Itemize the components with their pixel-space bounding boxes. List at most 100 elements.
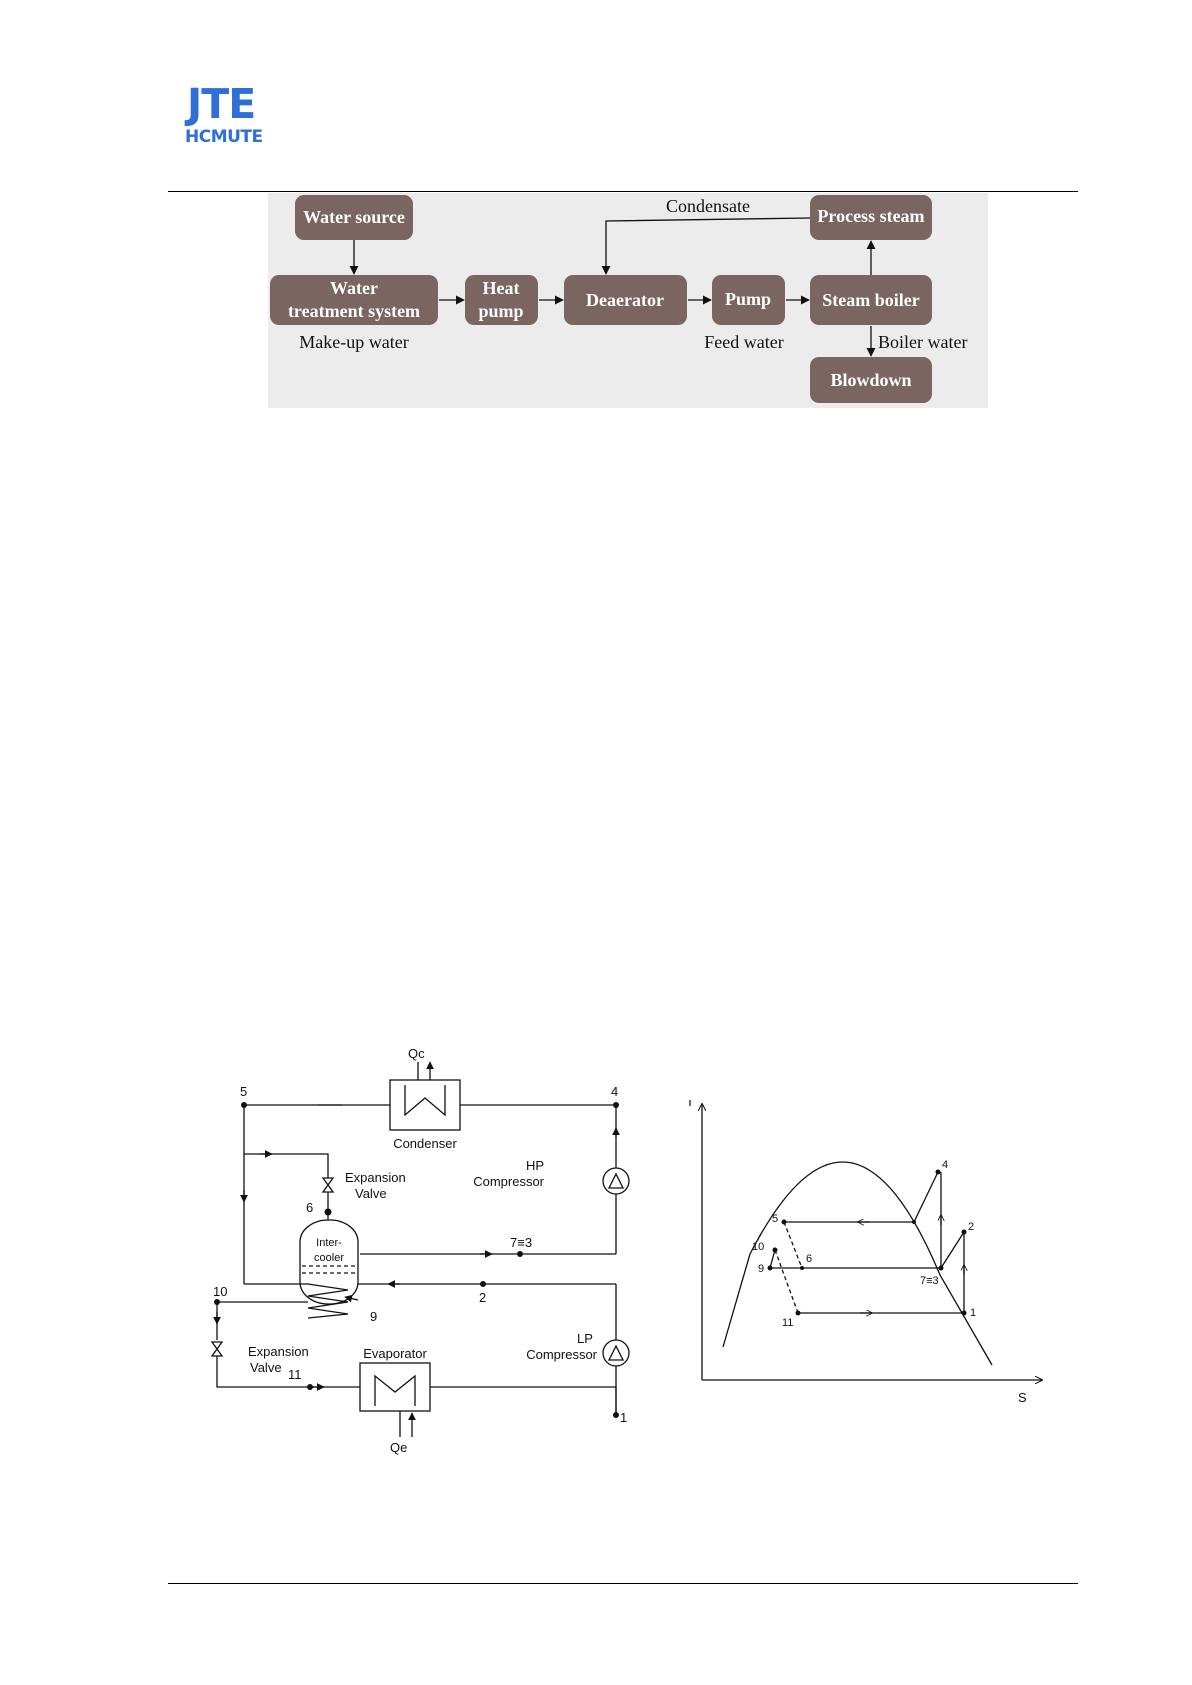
journal-logo: JTE HCMUTE — [185, 82, 275, 152]
line-to-expansion-valve-1 — [244, 1153, 329, 1178]
expansion-valve-1-icon — [321, 1177, 335, 1193]
condenser-coil — [404, 1085, 446, 1117]
label-1: 1 — [620, 1410, 627, 1425]
label-9: 9 — [370, 1309, 377, 1324]
boiler-flow-diagram: Water source Water treatment system Heat… — [268, 193, 988, 408]
state-point-4 — [613, 1102, 619, 1108]
blowdown-label: Blowdown — [830, 370, 911, 390]
label-10: 10 — [213, 1284, 227, 1299]
header-rule — [168, 191, 1078, 192]
process-steam-label: Process steam — [817, 206, 924, 226]
boiler-water-label: Boiler water — [878, 332, 967, 352]
throttle-5-to-6 — [783, 1221, 803, 1269]
steam-boiler-label: Steam boiler — [822, 290, 919, 310]
water-treatment-label-line2: treatment system — [288, 301, 420, 321]
footer-rule — [168, 1583, 1078, 1584]
lp-label-line1: LP — [577, 1331, 593, 1346]
subcool-9-to-10 — [769, 1249, 776, 1269]
condenser-label: Condenser — [393, 1136, 457, 1151]
saturation-dome — [722, 1161, 993, 1366]
state-point-11 — [307, 1384, 313, 1390]
logo-main-text: JTE — [187, 80, 256, 128]
heat-pump-box — [465, 275, 538, 325]
intercooler-label-line1: Inter- — [316, 1237, 342, 1249]
ts-diagram: T S 4 5 2 10 6 9 7≡3 11 1 — [686, 1100, 1060, 1405]
condensing-process — [784, 1171, 939, 1223]
label-11: 11 — [288, 1367, 302, 1382]
state-point-10 — [214, 1299, 220, 1305]
line-9-to-10 — [216, 1301, 308, 1340]
label-73: 7≡3 — [510, 1235, 532, 1250]
label-6: 6 — [306, 1200, 313, 1215]
hp-compressor-triangle — [607, 1172, 625, 1189]
expansion-2-label-line2: Valve — [250, 1360, 282, 1375]
ts-label-6: 6 — [806, 1253, 812, 1265]
t-axis-label: T — [686, 1100, 694, 1109]
ts-point-9 — [767, 1265, 773, 1271]
intercooler-label-line2: cooler — [314, 1252, 344, 1264]
pump-label: Pump — [725, 289, 771, 309]
ts-label-4: 4 — [942, 1159, 948, 1171]
state-point-73 — [517, 1251, 523, 1257]
qc-label: Qc — [408, 1046, 425, 1061]
water-source-box — [295, 195, 413, 240]
s-axis-label: S — [1018, 1390, 1027, 1405]
ts-point-1 — [961, 1310, 967, 1316]
lp-label-line2: Compressor — [526, 1347, 597, 1362]
ts-label-9: 9 — [758, 1263, 764, 1275]
ts-label-5: 5 — [772, 1213, 778, 1225]
qe-label: Qe — [390, 1440, 407, 1455]
ts-point-2 — [961, 1229, 967, 1235]
heat-pump-label-line1: Heat — [483, 278, 520, 298]
feed-water-label: Feed water — [704, 332, 783, 352]
hp-compressor-symbol — [602, 1167, 630, 1195]
water-treatment-label-line1: Water — [330, 278, 378, 298]
ts-label-2: 2 — [968, 1221, 974, 1233]
evaporator-coil — [374, 1374, 416, 1406]
lp-compressor-symbol — [602, 1339, 630, 1367]
arrow-condensate-return — [601, 217, 811, 275]
ts-label-1: 1 — [970, 1307, 976, 1319]
blowdown-box — [810, 357, 932, 403]
process-steam-box — [810, 195, 932, 240]
arrow-to-point-9 — [344, 1294, 359, 1303]
expansion-valve-2-icon — [210, 1341, 224, 1357]
deaerator-label: Deaerator — [586, 290, 664, 310]
logo-sub-text: HCMUTE — [185, 127, 263, 147]
throttle-10-to-11 — [774, 1249, 799, 1314]
intercooler-coil — [244, 1283, 349, 1319]
ts-point-73 — [938, 1265, 944, 1271]
intercooler-vessel — [299, 1219, 359, 1305]
label-5: 5 — [240, 1084, 247, 1099]
state-point-6 — [324, 1208, 332, 1216]
expansion-1-label-line2: Valve — [355, 1186, 387, 1201]
deaerator-box — [564, 275, 687, 325]
ts-point-5 — [781, 1219, 787, 1225]
hp-label-line2: Compressor — [473, 1174, 544, 1189]
steam-boiler-box — [810, 275, 932, 325]
ts-point-10 — [772, 1247, 778, 1253]
evaporator-label: Evaporator — [363, 1346, 427, 1361]
lp-compression — [940, 1229, 965, 1313]
lp-compressor-triangle — [607, 1344, 625, 1361]
ts-point-11 — [795, 1310, 801, 1316]
expansion-1-label-line1: Expansion — [345, 1170, 406, 1185]
state-point-5 — [241, 1102, 247, 1108]
ts-label-11: 11 — [782, 1317, 793, 1329]
label-4: 4 — [611, 1084, 618, 1099]
hp-label-line1: HP — [526, 1158, 544, 1173]
expansion-2-label-line1: Expansion — [248, 1344, 309, 1359]
makeup-water-label: Make-up water — [299, 332, 408, 352]
state-point-1 — [613, 1412, 619, 1418]
state-point-2 — [480, 1281, 486, 1287]
evaporator-box — [359, 1362, 431, 1412]
heat-pump-label-line2: pump — [478, 301, 523, 321]
ts-point-4 — [935, 1169, 941, 1175]
condensate-label: Condensate — [666, 196, 750, 216]
two-stage-cycle-schematic: Qc Condenser 5 4 HP Compressor Expansion… — [210, 1046, 630, 1455]
condenser-box — [389, 1079, 461, 1131]
ts-label-10: 10 — [752, 1241, 764, 1253]
label-2: 2 — [479, 1290, 486, 1305]
water-source-label: Water source — [303, 207, 405, 227]
ts-label-73: 7≡3 — [920, 1275, 939, 1287]
